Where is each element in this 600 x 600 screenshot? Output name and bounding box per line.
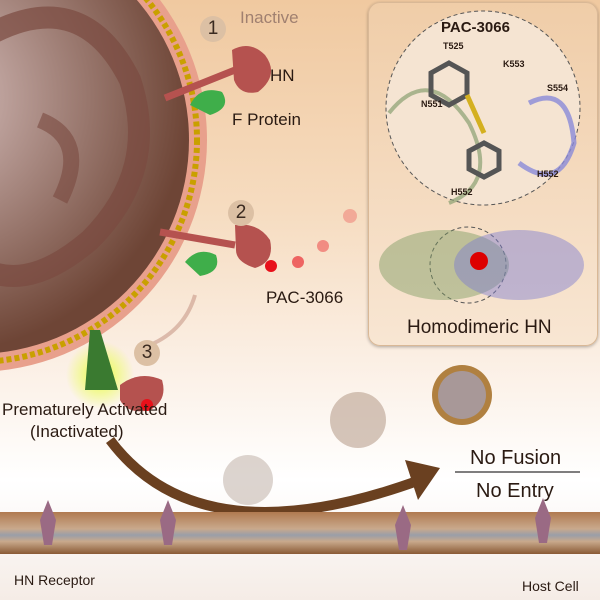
inset-title: PAC-3066 <box>441 19 510 36</box>
binding-site-zoom <box>385 10 581 206</box>
membrane-dots <box>0 0 200 364</box>
f-protein-label: F Protein <box>232 110 301 129</box>
f-protein-activated <box>85 330 118 390</box>
prematurely-activated-label: Prematurely Activated <box>2 400 168 419</box>
arrow-to-host <box>106 436 422 517</box>
hn-receptors <box>40 498 551 550</box>
step-3-badge: 3 <box>134 340 160 366</box>
hn-label: HN <box>270 66 295 85</box>
arrow-step3 <box>149 294 197 347</box>
hn-monomer-green <box>379 230 509 300</box>
hn-monomer-blue <box>454 230 584 300</box>
host-cell-label: Host Cell <box>522 578 579 594</box>
residue-label: S554 <box>547 83 569 93</box>
residue-label: H552 <box>537 169 559 179</box>
compound-dot <box>265 260 277 272</box>
virus-small <box>432 365 492 425</box>
inset-panel: PAC-3066 T525 K553 S554 N551 H552 H552 H… <box>368 2 598 346</box>
compound-label: PAC-3066 <box>266 288 344 307</box>
residue-label: K553 <box>503 59 525 69</box>
virus-particle <box>0 0 207 371</box>
no-fusion-label: No Fusion <box>470 447 562 469</box>
hn-receptor-label: HN Receptor <box>14 572 95 588</box>
step-2-badge: 2 <box>228 200 254 226</box>
f-protein-1 <box>190 90 226 115</box>
step-1-badge: 1 <box>200 16 226 42</box>
virus-interior <box>0 0 189 353</box>
host-cell-membrane <box>0 512 600 554</box>
f-protein-2 <box>185 251 218 276</box>
nucleocapsid <box>0 6 150 287</box>
compound-in-dimer <box>470 252 488 270</box>
virus-blurred <box>330 392 386 448</box>
hn-bound <box>159 224 271 268</box>
inset-caption: Homodimeric HN <box>407 317 552 338</box>
hn-activated <box>120 376 164 412</box>
residue-label: N551 <box>421 99 443 109</box>
virus-blurred <box>223 455 273 505</box>
no-entry-label: No Entry <box>476 480 554 502</box>
inactivated-label: (Inactivated) <box>30 422 124 441</box>
hn-inactive <box>163 46 272 102</box>
compound-structure <box>428 60 502 180</box>
residue-label: T525 <box>443 41 464 51</box>
residue-label: H552 <box>451 187 473 197</box>
inactive-label: Inactive <box>240 8 299 27</box>
